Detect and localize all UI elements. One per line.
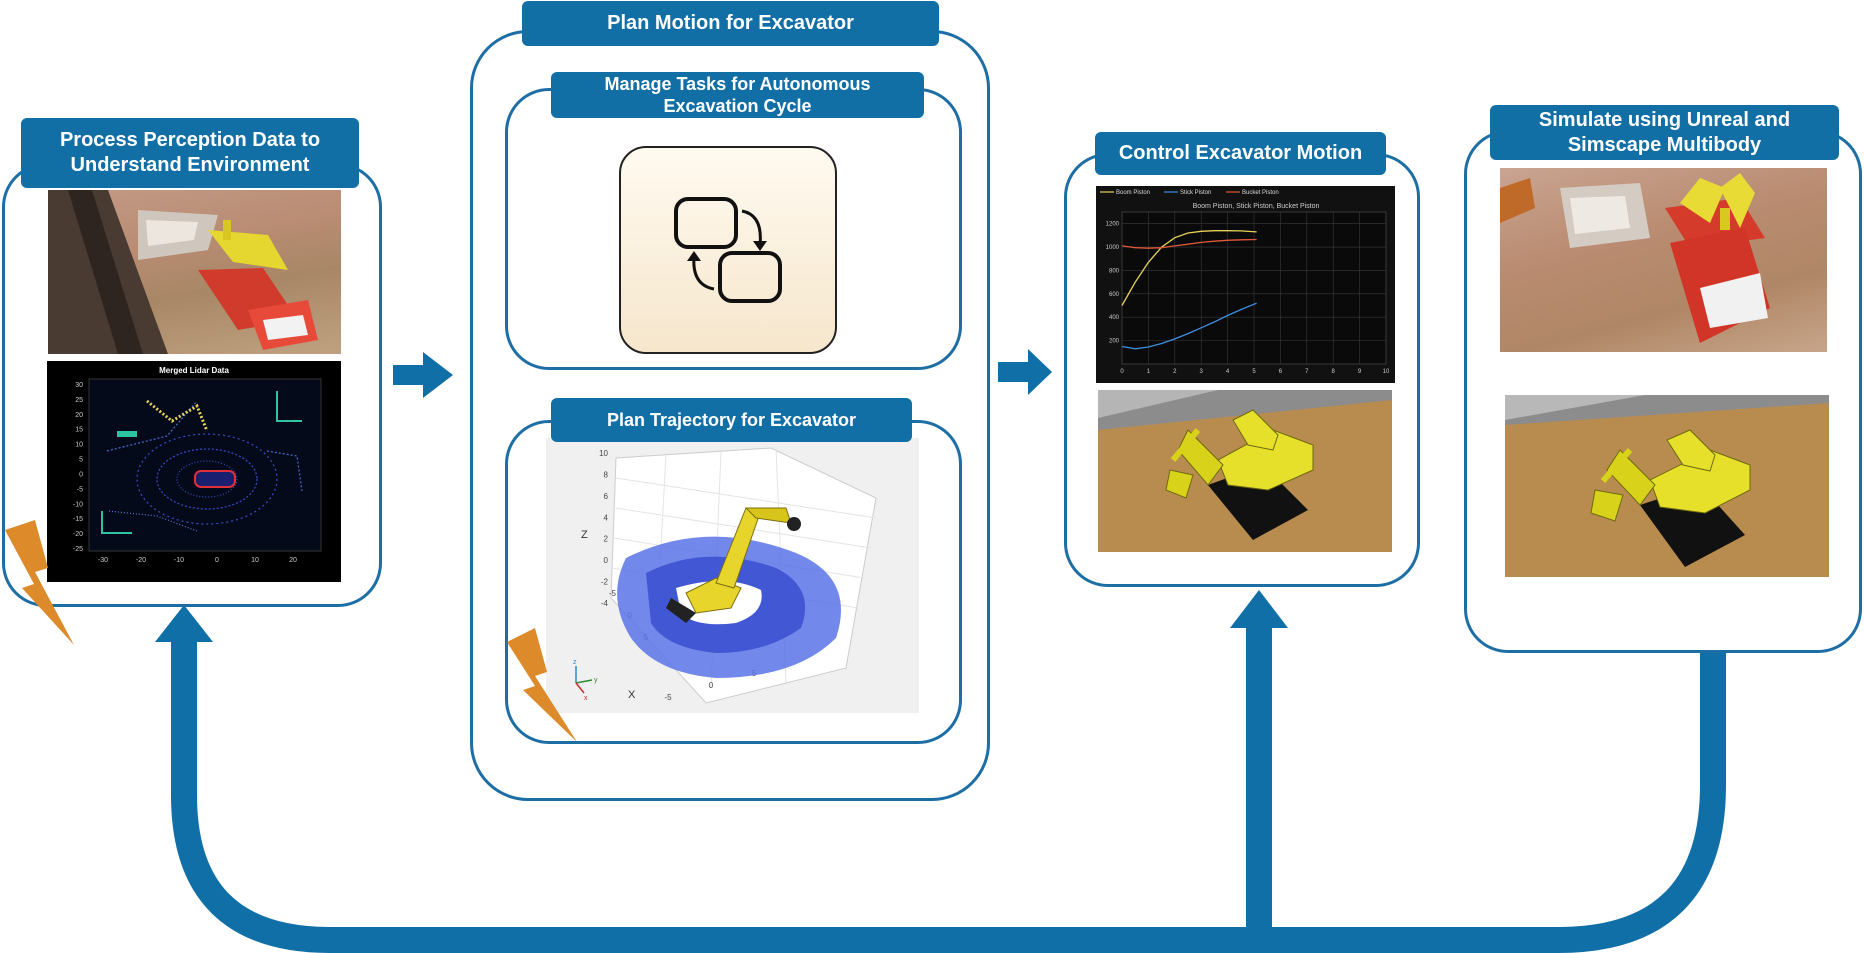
chart-x-tick: 5	[1252, 369, 1256, 375]
trajectory-x-tick: -5	[609, 589, 617, 598]
svg-text:x: x	[584, 695, 588, 702]
chart-series	[1121, 230, 1257, 350]
legend-bucket: Bucket Piston	[1242, 190, 1279, 196]
chart-y-ticks: 1200 1000 800 600 400 200	[1106, 222, 1120, 345]
chart-x-tick: 1	[1147, 369, 1151, 375]
lidar-y-tick: -25	[73, 546, 83, 553]
lidar-x-tick: -10	[174, 557, 184, 564]
control-title: Control Excavator Motion	[1095, 132, 1386, 175]
chart-title: Boom Piston, Stick Piston, Bucket Piston	[1193, 203, 1320, 210]
loop-arrowhead-control	[1230, 590, 1288, 628]
chart-y-tick: 800	[1109, 268, 1120, 274]
trajectory-z-ticks: 10 8 6 4 2 0 -2 -4	[599, 449, 608, 608]
lightning-icon	[5, 520, 74, 645]
stateflow-icon	[618, 145, 838, 355]
lidar-x-tick: 0	[215, 557, 219, 564]
chart-grid	[1121, 211, 1387, 365]
merged-lidar-plot: Merged Lidar Data 30 25 20 15 10 5 0 -5 -10 -15 -2…	[47, 361, 341, 582]
series-line-bucket-piston	[1121, 238, 1257, 249]
simulate-title: Simulate using Unreal and Simscape Multi…	[1490, 105, 1839, 160]
lightning-icon	[507, 628, 577, 742]
loop-band	[171, 638, 1726, 953]
lidar-y-tick: 30	[75, 382, 83, 389]
chart-y-tick: 400	[1109, 315, 1120, 321]
flow-arrow-2	[998, 349, 1052, 395]
chart-y-tick: 200	[1109, 339, 1120, 345]
lidar-y-tick: -5	[77, 486, 83, 493]
chart-x-tick: 2	[1173, 369, 1177, 375]
trajectory-z-tick: 8	[604, 470, 609, 479]
chart-x-tick: 6	[1279, 369, 1283, 375]
trajectory-z-tick: 6	[604, 492, 609, 501]
lidar-x-tick: -30	[98, 557, 108, 564]
chart-x-tick: 7	[1305, 369, 1309, 375]
series-line-stick-piston	[1121, 302, 1257, 350]
lidar-x-tick: 10	[251, 557, 259, 564]
lidar-y-tick: 0	[79, 471, 83, 478]
lidar-plot-title: Merged Lidar Data	[159, 366, 229, 375]
trajectory-z-tick: 2	[604, 535, 609, 544]
legend-boom: Boom Piston	[1116, 190, 1150, 196]
lidar-y-tick: 15	[75, 427, 83, 434]
trajectory-z-tick: -2	[601, 578, 609, 587]
svg-text:z: z	[573, 659, 577, 666]
chart-y-tick: 1000	[1106, 245, 1120, 251]
trajectory-z-tick: 10	[599, 449, 608, 458]
series-line-boom-piston	[1121, 230, 1257, 306]
lidar-y-tick: -15	[73, 516, 83, 523]
trajectory-z-tick: 4	[604, 513, 609, 522]
flow-arrow-1	[393, 352, 453, 398]
svg-text:y: y	[594, 677, 598, 684]
lidar-x-ticks: -30 -20 -10 0 10 20	[98, 557, 297, 564]
manage-tasks-title: Manage Tasks for Autonomous Excavation C…	[551, 72, 924, 118]
lidar-y-tick: 10	[75, 442, 83, 449]
chart-x-ticks: 0 1 2 3 4 5 6 7 8 9 10	[1120, 369, 1390, 375]
legend-stick: Stick Piston	[1180, 190, 1211, 196]
chart-x-tick: 4	[1226, 369, 1230, 375]
unreal-scene-image	[1500, 168, 1827, 352]
lidar-x-tick: 20	[289, 557, 297, 564]
loop-branch-control	[1246, 628, 1272, 940]
trajectory-z-tick: 0	[604, 556, 609, 565]
perception-title: Process Perception Data to Understand En…	[21, 118, 359, 188]
control-excavator-render	[1098, 390, 1392, 552]
excavator-model	[666, 507, 801, 623]
chart-x-tick: 9	[1358, 369, 1362, 375]
lidar-x-tick: -20	[136, 557, 146, 564]
plan-trajectory-title: Plan Trajectory for Excavator	[551, 398, 912, 442]
lidar-y-tick: 5	[79, 457, 83, 464]
piston-chart: Boom Piston Stick Piston Bucket Piston B…	[1096, 186, 1395, 383]
lidar-y-ticks: 30 25 20 15 10 5 0 -5 -10 -15 -20 -25	[73, 382, 83, 553]
chart-y-tick: 1200	[1106, 222, 1120, 228]
lidar-y-tick: -20	[73, 531, 83, 538]
chart-x-tick: 0	[1120, 369, 1124, 375]
lidar-y-tick: 25	[75, 397, 83, 404]
chart-y-tick: 600	[1109, 292, 1120, 298]
z-axis-label: Z	[581, 529, 588, 541]
chart-legend: Boom Piston Stick Piston Bucket Piston	[1100, 190, 1279, 196]
plan-motion-title: Plan Motion for Excavator	[522, 1, 939, 46]
lidar-y-tick: -10	[73, 501, 83, 508]
simscape-excavator-render	[1505, 395, 1829, 577]
trajectory-y-tick: -5	[664, 693, 672, 702]
chart-x-tick: 3	[1200, 369, 1204, 375]
axes-triad: z y x	[573, 659, 598, 702]
perception-scene-image	[48, 190, 341, 354]
trajectory-z-tick: -4	[601, 599, 609, 608]
chart-x-tick: 10	[1383, 369, 1390, 375]
lidar-y-tick: 20	[75, 412, 83, 419]
trajectory-y-tick: 0	[709, 681, 714, 690]
chart-x-tick: 8	[1332, 369, 1336, 375]
loop-arrowhead-perception	[155, 605, 213, 642]
x-axis-label: X	[628, 689, 636, 701]
